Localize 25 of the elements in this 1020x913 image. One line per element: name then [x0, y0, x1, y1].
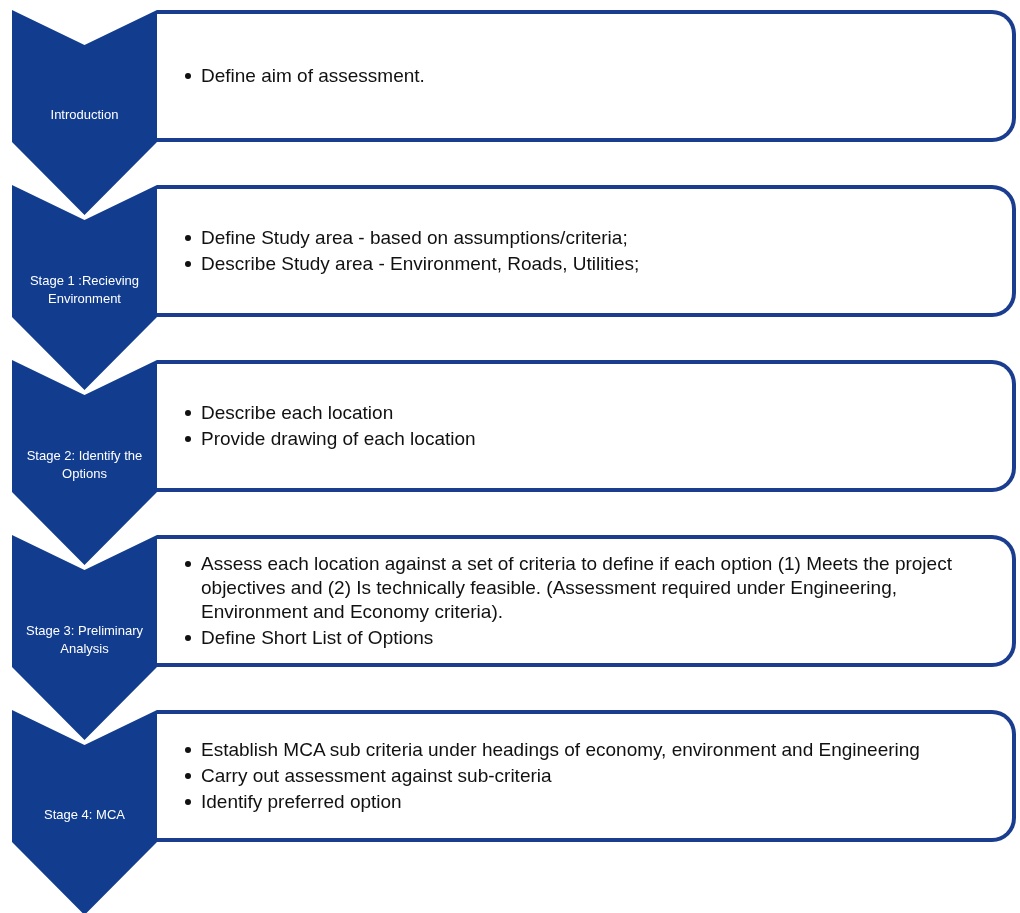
- stage-label: Introduction: [49, 106, 120, 124]
- bullet-text: Describe each location: [201, 402, 394, 423]
- bullet-text: Identify preferred option: [201, 791, 402, 812]
- rounded-box: [157, 710, 1016, 842]
- stage-banner: [12, 535, 157, 740]
- stage-banner: [12, 10, 157, 215]
- bullet-text: Carry out assessment against sub-criteria: [201, 765, 552, 786]
- bullet-text: Establish MCA sub criteria under headings of economy, environment and Engineering: [201, 739, 920, 760]
- bullet-text: Describe Study area - Environment, Roads, Utilities;: [201, 253, 640, 274]
- bullet-text: Define aim of assessment.: [201, 65, 425, 86]
- stage-banner: [12, 710, 157, 913]
- rounded-box: [157, 360, 1016, 492]
- stage-label: Stage 2: Identify the Options: [25, 447, 144, 483]
- stage-label: Stage 3: Preliminary Analysis: [24, 622, 145, 658]
- rounded-box: [157, 185, 1016, 317]
- rounded-box: [157, 535, 1016, 667]
- bullet-text: Assess each location against a set of criteria to define if each option (1) Meets the project objectives and (2) Is technically feasible. (Assessment required under Engineering, Environment and Economy criteria).: [201, 553, 952, 622]
- bullet-text: Define Study area - based on assumptions/criteria;: [201, 227, 628, 248]
- stage-label: Stage 1 :Recieving Environment: [28, 272, 141, 308]
- bullet-text: Provide drawing of each location: [201, 428, 476, 449]
- rounded-box: [157, 10, 1016, 142]
- stage-banner: [12, 360, 157, 565]
- stage-label: Stage 4: MCA: [43, 806, 126, 824]
- stage-banner: [12, 185, 157, 390]
- bullet-text: Define Short List of Options: [201, 627, 434, 648]
